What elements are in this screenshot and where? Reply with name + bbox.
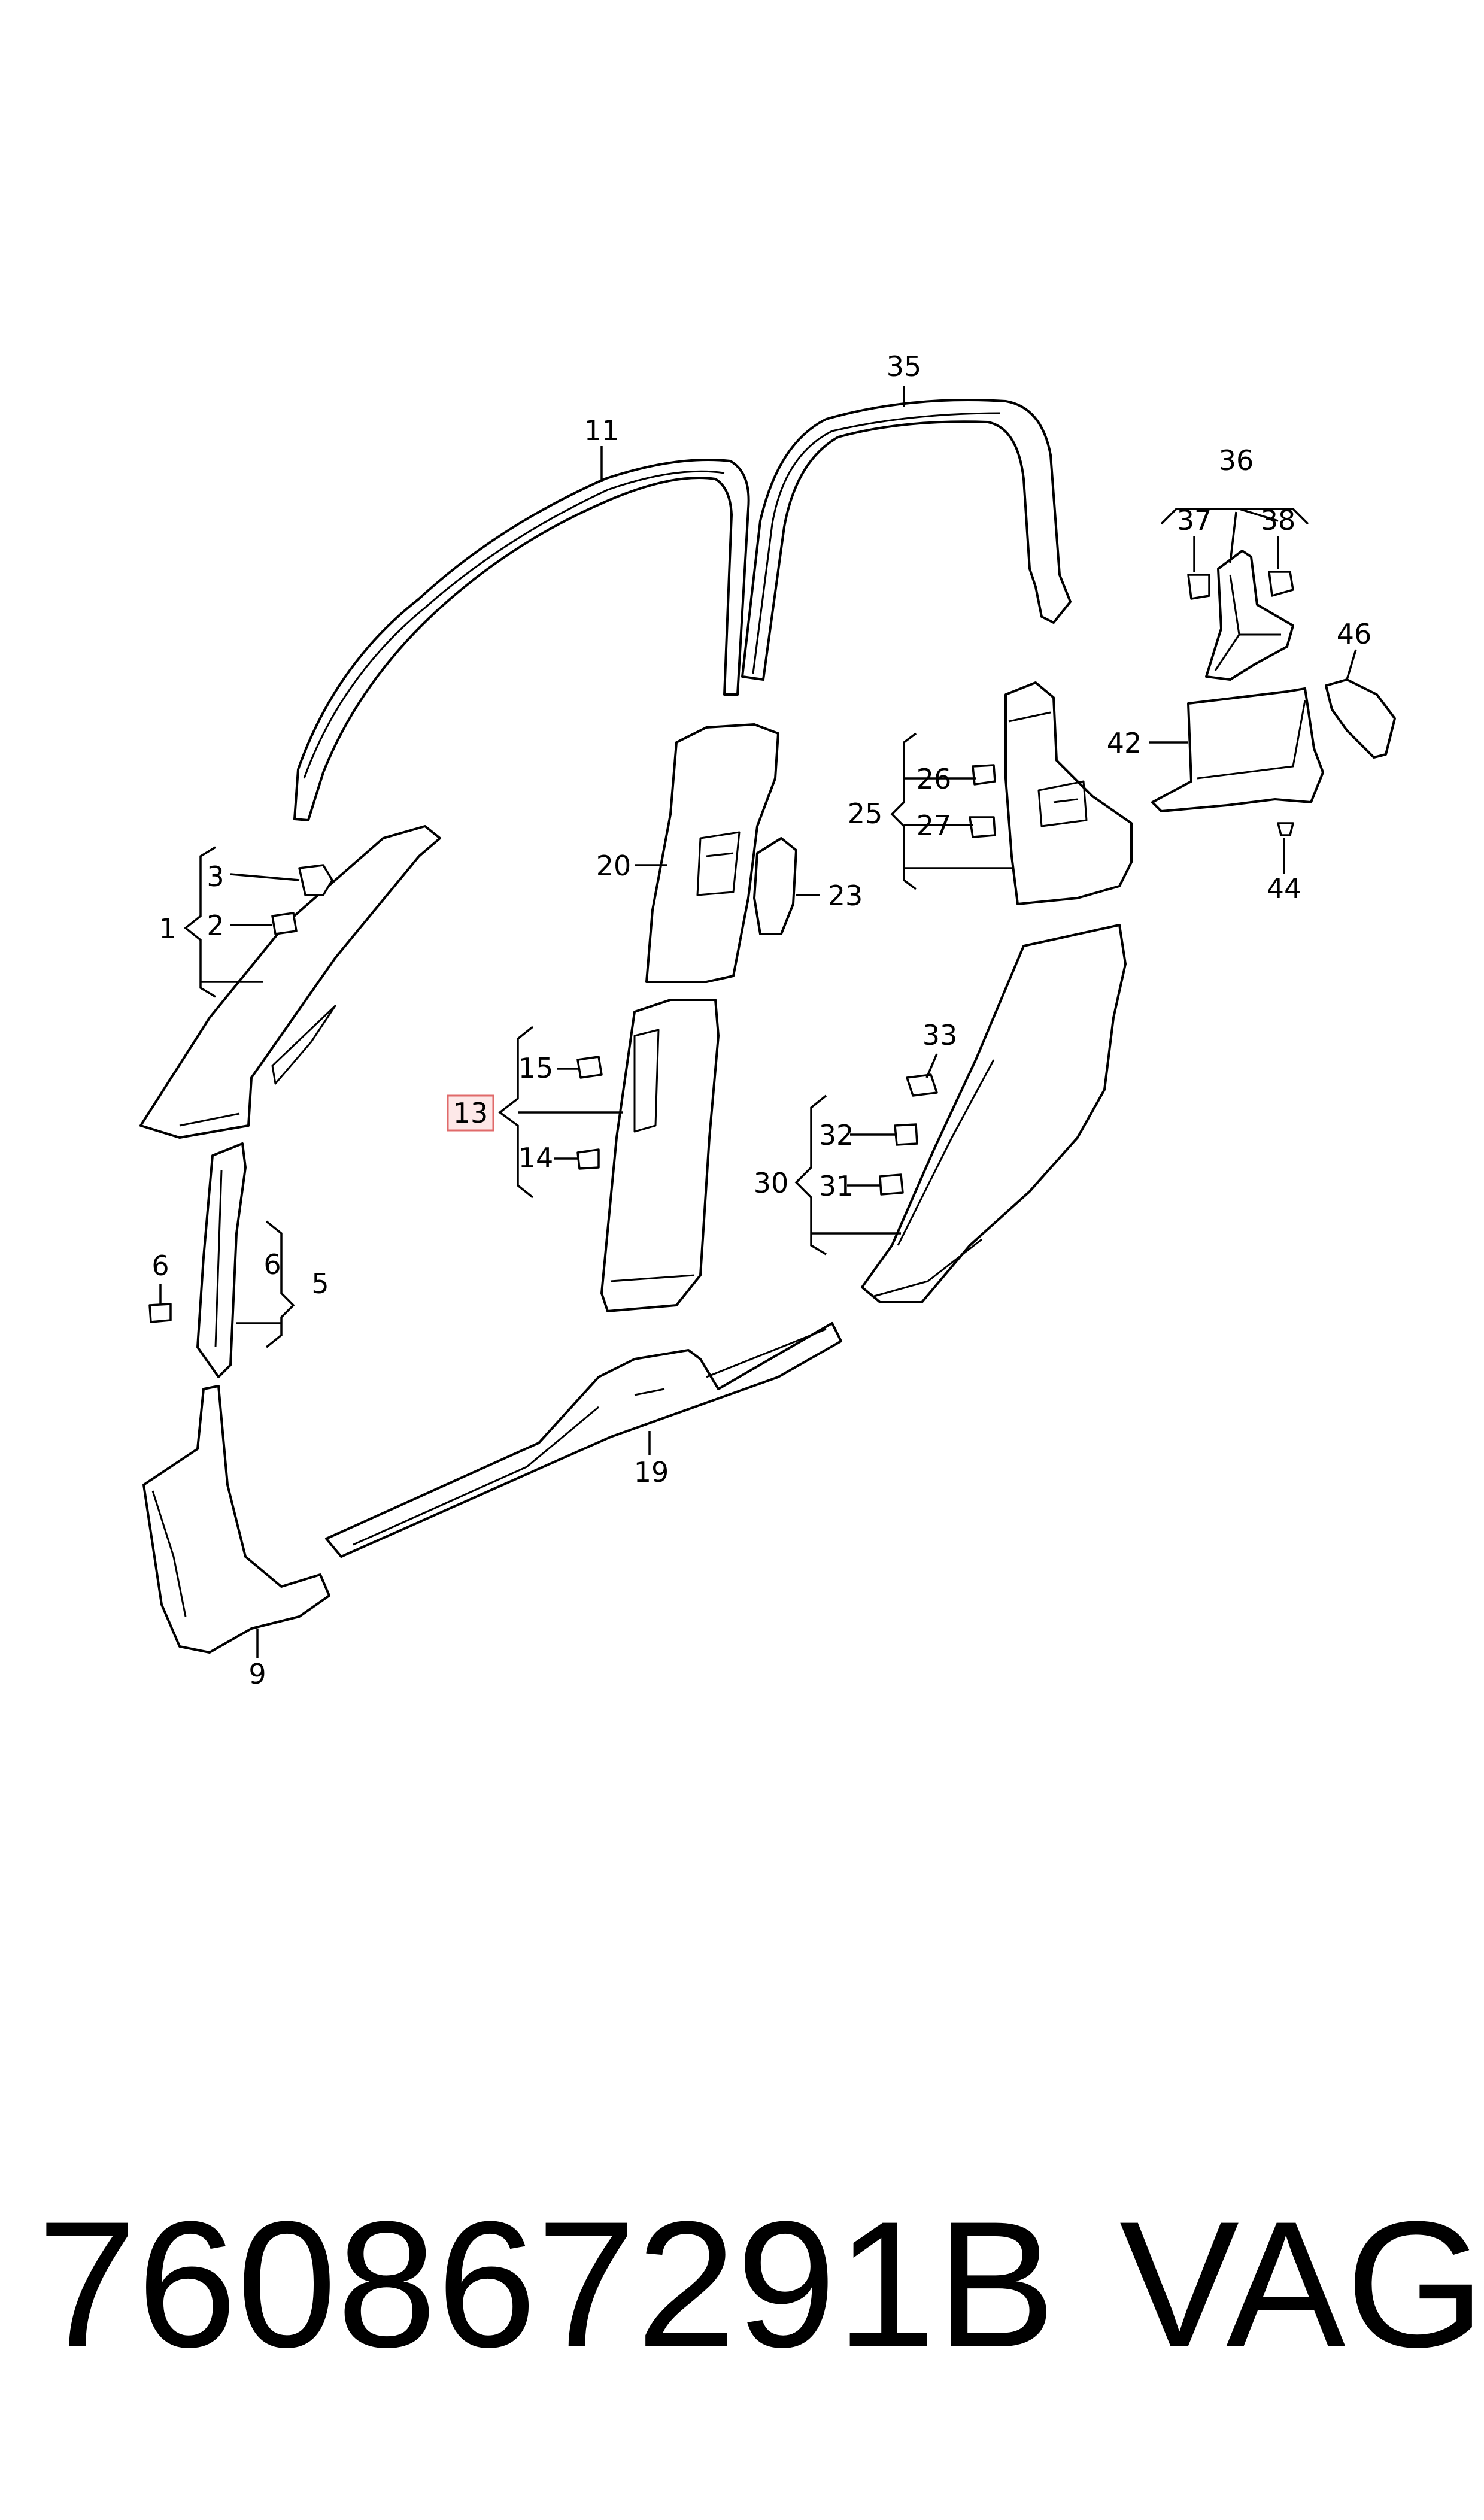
label-6-left: 6 [151,1250,169,1282]
leader-lines [159,386,1357,1658]
label-25: 25 [848,797,883,830]
label-44: 44 [1267,872,1302,905]
part-46-cap [1325,678,1396,759]
part-37-clip [1187,574,1210,600]
part-number: 760867291B [37,2184,1056,2385]
label-32: 32 [819,1119,854,1151]
parts-diagram: 11 35 36 37 38 46 42 44 25 26 27 20 23 1… [139,350,1396,1690]
part-14-clip [576,1148,600,1170]
part-labels: 11 35 36 37 38 46 42 44 25 26 27 20 23 1… [151,350,1371,1690]
label-20: 20 [596,850,632,882]
part-31-clip [879,1173,904,1196]
label-13: 13 [453,1097,488,1129]
part-44-screw [1277,822,1294,836]
part-27-clip [969,816,996,838]
part-9-footwell-trim [142,1385,330,1654]
label-38: 38 [1261,504,1296,536]
footer: 760867291B VAG [0,2155,1484,2413]
part-5-trim-strip [196,1142,247,1378]
part-32-clip [894,1123,918,1146]
label-37: 37 [1177,504,1212,536]
label-26: 26 [917,763,952,795]
part-19-sill-trim [325,1322,842,1558]
label-36: 36 [1219,444,1254,477]
part-3-clip [298,864,333,896]
label-42: 42 [1107,727,1142,759]
label-19: 19 [634,1456,669,1488]
label-31: 31 [819,1170,854,1202]
part-15-clip [576,1056,603,1079]
label-35: 35 [887,350,922,383]
label-2: 2 [207,909,224,942]
label-33: 33 [922,1019,958,1051]
label-23: 23 [828,880,863,912]
label-1: 1 [159,912,176,945]
part-13-b-pillar-lower [600,999,720,1312]
label-3: 3 [207,860,224,893]
part-11-front-door-seal [293,459,750,821]
part-35-rear-door-seal [741,399,1072,681]
label-30: 30 [754,1167,789,1199]
part-26-clip [972,764,996,786]
part-33-clip [906,1073,938,1097]
label-46: 46 [1337,618,1372,650]
part-30-rear-quarter-trim [861,924,1127,1303]
label-14: 14 [518,1142,554,1174]
part-42-rear-trim [1151,687,1324,812]
label-15: 15 [518,1052,554,1084]
part-36-bracket [1205,550,1294,681]
part-25-c-pillar-trim [1004,681,1133,905]
label-11: 11 [584,414,620,447]
label-9: 9 [248,1658,266,1690]
part-38-clip [1268,571,1294,597]
part-20-b-pillar-upper [645,723,779,983]
part-2-clip [271,912,298,935]
label-6-right: 6 [263,1248,281,1281]
label-5: 5 [311,1267,329,1300]
part-23-bracket [753,837,797,935]
label-27: 27 [917,809,952,842]
brand-name: VAG [1119,2184,1484,2385]
part-1-a-pillar-trim [139,825,441,1139]
part-6-clip [148,1303,172,1323]
label-13-highlight [447,1094,494,1132]
